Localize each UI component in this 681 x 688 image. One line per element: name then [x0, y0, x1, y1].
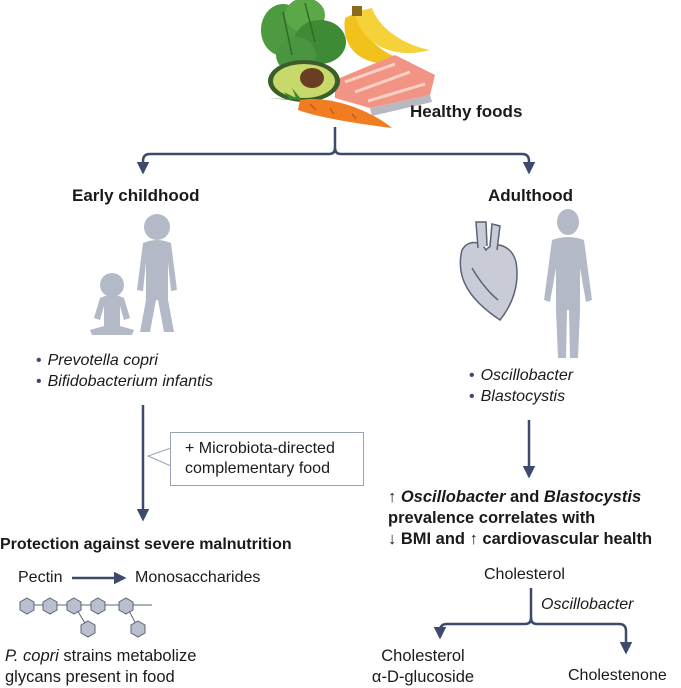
up-arrow-glyph: ↑ — [388, 488, 401, 506]
left-bullet-1-text: Prevotella copri — [47, 352, 158, 369]
callout-line-2: complementary food — [185, 460, 330, 477]
right-bullet-2: •Blastocystis — [469, 388, 566, 405]
result-blastocystis: Blastocystis — [543, 488, 642, 506]
healthy-foods-illustration — [261, 0, 435, 128]
adulthood-heading: Adulthood — [488, 186, 573, 205]
hexagon-7 — [130, 620, 146, 638]
footnote-line-1: P. copri strains metabolize — [5, 646, 196, 667]
result-line-1: ↑ Oscillobacter and Blastocystis — [388, 487, 652, 508]
right-bullet-2-text: Blastocystis — [480, 388, 566, 405]
right-bullet-1: •Oscillobacter — [469, 367, 574, 384]
hexagon-2 — [42, 597, 58, 615]
callout-pointer — [146, 447, 172, 467]
malnutrition-outcome: Protection against severe malnutrition — [0, 536, 292, 553]
bananas-icon — [344, 6, 430, 65]
cholesterol-glucoside-product: Cholesterol α-D-glucoside — [363, 646, 483, 688]
pectin-label: Pectin — [18, 569, 63, 586]
cholesterol-split-arrows — [433, 588, 633, 655]
right-bullet-1-text: Oscillobacter — [480, 367, 574, 384]
cholestenone-product: Cholestenone — [568, 667, 667, 684]
result-line-2: prevalence correlates with — [388, 509, 596, 527]
footnote-rest: strains metabolize — [58, 647, 197, 665]
hexagon-4 — [90, 597, 106, 615]
adult-result-text: ↑ Oscillobacter and Blastocystis prevale… — [388, 487, 652, 550]
healthy-foods-label: Healthy foods — [410, 102, 523, 121]
salmon-icon — [335, 55, 435, 116]
product1-line-1: Cholesterol — [381, 647, 465, 665]
heart-icon — [459, 221, 518, 322]
result-oscillobacter: Oscillobacter — [400, 488, 506, 506]
avocado-icon — [268, 60, 340, 102]
baby-silhouette-icon — [90, 273, 134, 335]
child-silhouette-icon — [137, 214, 177, 332]
footnote-italic: P. copri — [5, 647, 59, 665]
pcopri-footnote: P. copri strains metabolize glycans pres… — [5, 646, 196, 688]
left-bullet-1: •Prevotella copri — [36, 352, 158, 369]
hexagon-1 — [19, 597, 35, 615]
callout-line-1: + Microbiota-directed — [185, 440, 335, 457]
product1-line-2: α-D-glucoside — [371, 668, 475, 686]
hexagon-6 — [80, 620, 96, 638]
hexagon-5 — [118, 597, 134, 615]
complementary-food-callout: + Microbiota-directed complementary food — [170, 432, 364, 486]
oscillobacter-enzyme-label: Oscillobacter — [541, 596, 634, 613]
left-bullet-2: •Bifidobacterium infantis — [36, 373, 214, 390]
monosaccharides-label: Monosaccharides — [135, 569, 261, 586]
result-and: and — [505, 488, 544, 506]
footnote-line-2: glycans present in food — [5, 668, 175, 686]
left-bullet-2-text: Bifidobacterium infantis — [47, 373, 214, 390]
glycan-chain-icon — [19, 597, 152, 638]
hexagon-3 — [66, 597, 82, 615]
cholesterol-label: Cholesterol — [484, 566, 565, 583]
carrot-icon — [268, 88, 392, 128]
early-childhood-heading: Early childhood — [72, 186, 200, 205]
result-line-3: ↓ BMI and ↑ cardiovascular health — [388, 530, 653, 548]
split-connector — [136, 127, 536, 175]
adult-silhouette-icon — [544, 209, 592, 358]
